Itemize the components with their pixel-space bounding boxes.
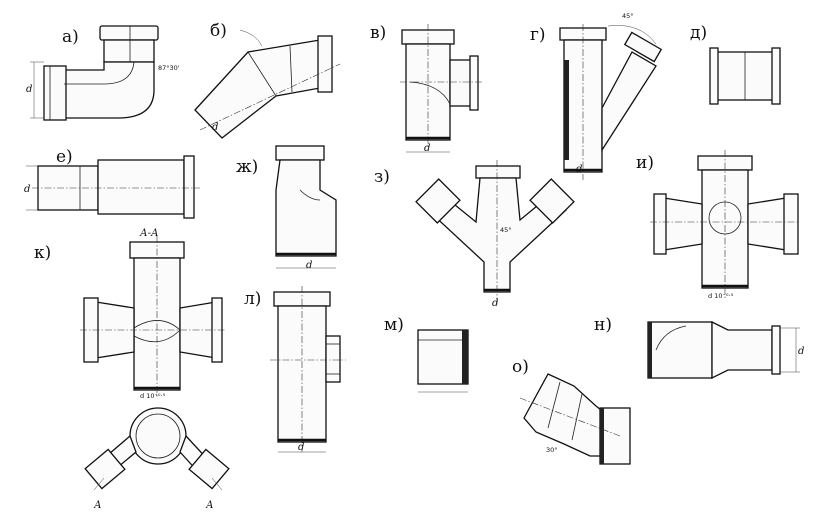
label-z: з) xyxy=(374,167,390,187)
label-v: в) xyxy=(370,23,386,43)
angle-o: 30° xyxy=(546,446,558,454)
label-d: д) xyxy=(690,23,707,43)
fitting-l-inspection: л) d xyxy=(244,286,346,453)
fitting-n-reducer: н) d xyxy=(594,315,804,380)
fitting-m-cap: м) xyxy=(384,315,469,393)
dim-zh: d xyxy=(306,260,312,271)
label-a: а) xyxy=(62,27,79,47)
label-e: е) xyxy=(56,147,73,167)
fitting-v-tee: в) d xyxy=(370,23,484,154)
label-b: б) xyxy=(210,21,227,41)
fitting-d-coupling: д) xyxy=(690,23,781,105)
label-g: г) xyxy=(530,25,546,45)
dia-i: d 10⁻⁰·⁵ xyxy=(708,292,734,300)
fitting-o-offset: о) 30° xyxy=(512,357,631,465)
label-n: н) xyxy=(594,315,612,335)
fitting-z-double-branch: з) 45° d xyxy=(374,160,575,309)
dim-z: d xyxy=(492,298,498,309)
fitting-b-bend: б) d xyxy=(194,21,341,139)
label-o: о) xyxy=(512,357,529,377)
dia-k: d 10⁺⁰·⁵ xyxy=(140,392,166,400)
section-title: А-А xyxy=(139,228,159,239)
angle-g: 45° xyxy=(622,12,634,20)
section-mark-right: А xyxy=(205,500,214,511)
dim-a: d xyxy=(26,84,32,95)
section-mark-left: А xyxy=(93,500,102,511)
dim-n: d xyxy=(798,346,804,357)
dim-b: d xyxy=(212,122,218,133)
fitting-i-cross: и) d 10⁻⁰·⁵ xyxy=(636,150,800,300)
angle-z: 45° xyxy=(500,226,512,234)
fitting-zh-reducer: ж) d xyxy=(236,145,337,271)
dim-v: d xyxy=(424,143,430,154)
label-i: и) xyxy=(636,153,654,173)
label-zh: ж) xyxy=(236,157,258,177)
label-k: к) xyxy=(34,243,51,263)
angle-a: 87°30' xyxy=(158,64,180,72)
fitting-g-tee-45: г) 45° d xyxy=(530,12,663,180)
dim-g: d xyxy=(576,164,582,175)
label-l: л) xyxy=(244,289,261,309)
fitting-k-cross-section: к) А-А d 10⁺⁰·⁵ А А xyxy=(34,228,230,511)
dim-l: d xyxy=(298,442,304,453)
fitting-e-pipe: е) d xyxy=(24,147,200,219)
dim-e: d xyxy=(24,184,30,195)
label-m: м) xyxy=(384,315,404,335)
fitting-a-elbow: а) d 87°30' xyxy=(26,25,180,121)
